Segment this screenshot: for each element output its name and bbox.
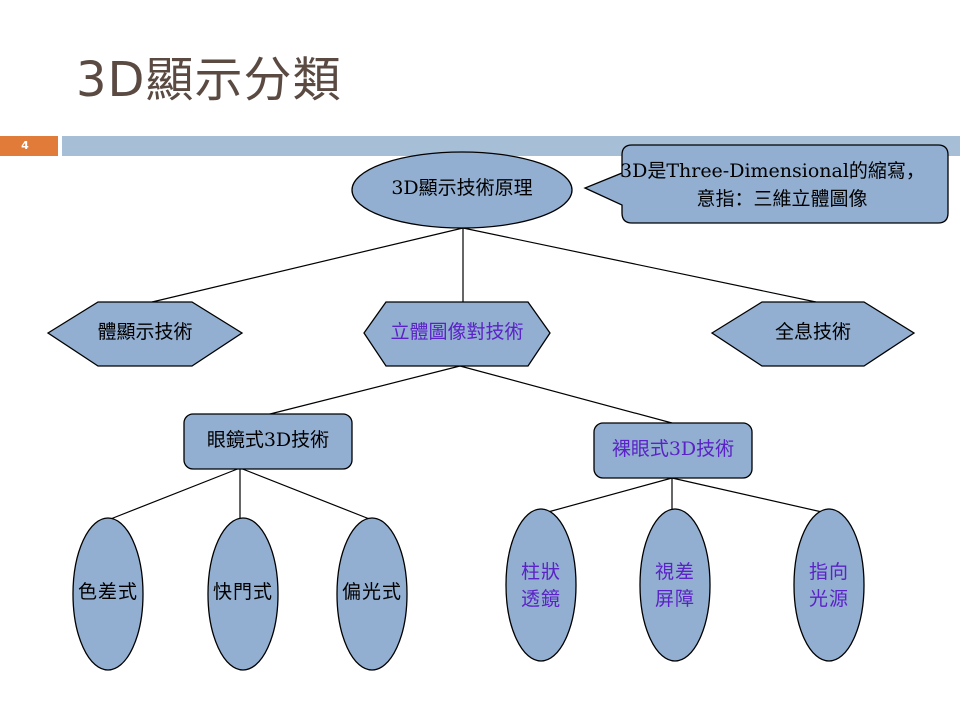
callout-text-line1: 3D是Three-Dimensional的縮寫， [620,160,925,182]
connector-glasses-color [107,467,241,521]
glasses-node-label: 眼鏡式3D技術 [206,429,330,451]
color-node-label: 色差式 [77,581,138,603]
root-node-label: 3D顯示技術原理 [391,177,533,199]
stereo-pair-node-shape [363,301,551,367]
volumetric-node-shape [46,301,244,367]
slide-number-box [0,136,58,156]
connector-root-left [151,227,464,303]
lenticular-node-label-line2: 透鏡 [520,588,561,610]
shutter-node-shape [207,517,279,671]
glasses-node-shape [183,413,353,470]
connector-naked-lenticular [547,477,673,513]
connector-root-right [462,227,817,303]
naked-eye-node-shape [593,422,753,479]
polarized-node-shape [336,517,408,671]
holographic-node-label: 全息技術 [774,321,851,343]
polarized-node-label: 偏光式 [341,581,402,603]
parallax-node-label-line2: 屏障 [654,588,695,610]
color-node-shape [72,517,144,671]
lenticular-node-label-line1: 柱狀 [520,561,561,583]
directional-node-shape [793,508,865,662]
lenticular-node-shape [505,508,577,662]
directional-node-label-line2: 光源 [808,588,849,610]
connector-center-naked [459,365,673,424]
connector-naked-directional [671,477,823,513]
directional-node-label-line1: 指向 [808,561,849,583]
root-node-shape [351,151,573,229]
callout-shape [583,144,949,224]
slide-number: 4 [21,139,29,152]
volumetric-node-label: 體顯示技術 [97,321,193,343]
holographic-node-shape [710,301,916,367]
parallax-node-shape [639,508,711,662]
callout-text-line2: 意指：三維立體圖像 [696,188,868,210]
parallax-node-label-line1: 視差 [654,561,695,583]
naked-eye-node-label: 裸眼式3D技術 [611,438,735,460]
connector-center-glasses [265,365,461,416]
shutter-node-label: 快門式 [212,581,273,603]
slide-title: 3D顯示分類 [76,52,342,108]
stereo-pair-node-label: 立體圖像對技術 [390,321,524,343]
connector-glasses-polarized [239,467,373,521]
